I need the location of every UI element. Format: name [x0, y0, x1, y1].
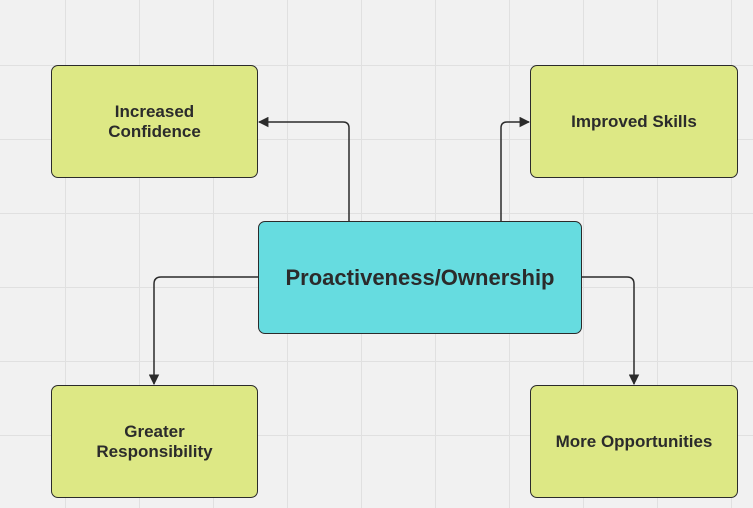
node-label: Improved Skills: [571, 111, 697, 131]
connector-to-greater-responsibility: [148, 276, 258, 386]
connector-to-increased-confidence: [257, 116, 350, 221]
node-proactiveness-ownership[interactable]: Proactiveness/Ownership: [258, 221, 582, 334]
connector-to-improved-skills: [500, 116, 531, 221]
node-label: Proactiveness/Ownership: [285, 264, 555, 290]
node-label: More Opportunities: [555, 431, 713, 451]
connector-to-more-opportunities: [582, 276, 640, 386]
node-increased-confidence[interactable]: Increased Confidence: [51, 65, 258, 178]
node-improved-skills[interactable]: Improved Skills: [530, 65, 738, 178]
node-greater-responsibility[interactable]: Greater Responsibility: [51, 385, 258, 498]
node-label: Increased Confidence: [108, 101, 201, 141]
node-label: Greater Responsibility: [96, 421, 213, 461]
node-more-opportunities[interactable]: More Opportunities: [530, 385, 738, 498]
